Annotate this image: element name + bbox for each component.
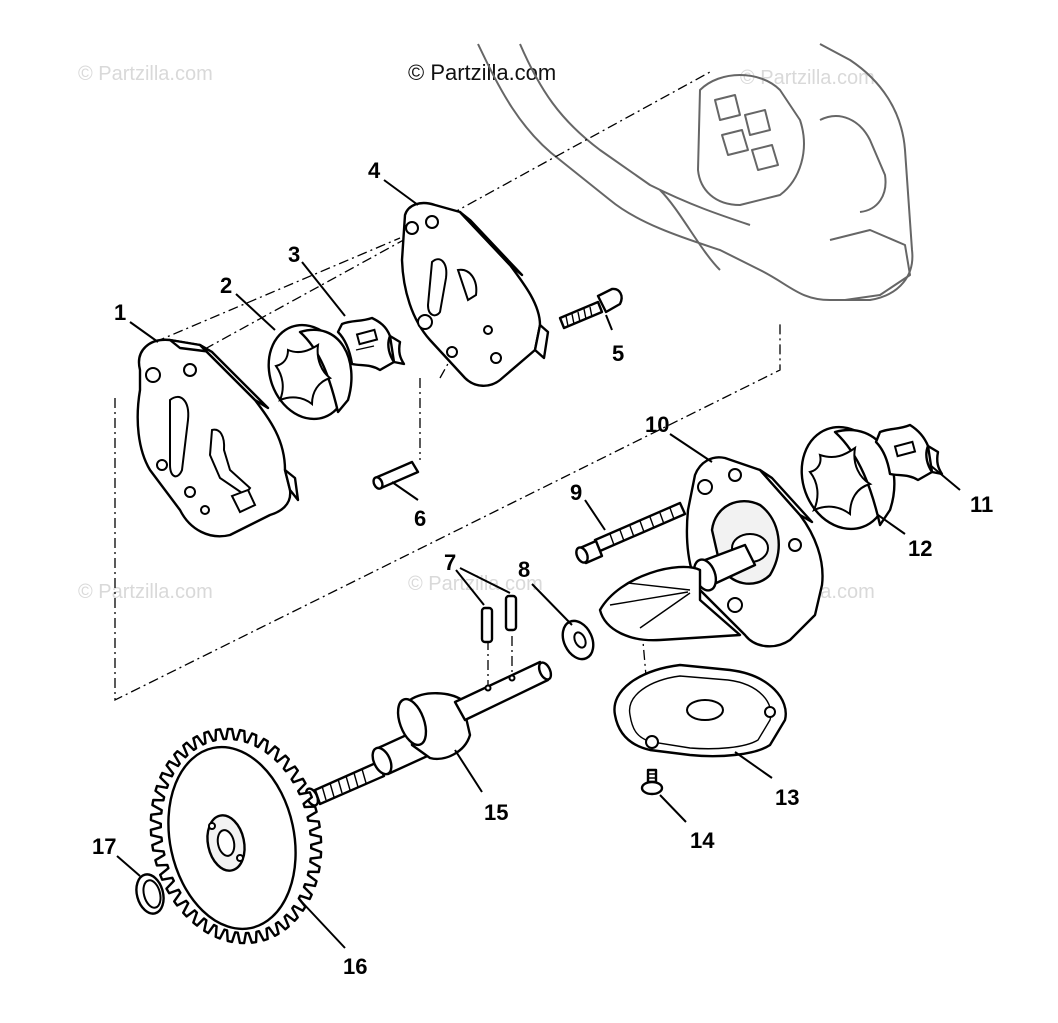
part-11-inner-rotor <box>874 423 944 482</box>
part-8-washer <box>561 619 595 661</box>
part-9-long-bolt <box>575 501 687 565</box>
callout-2: 2 <box>220 273 232 298</box>
callout-8: 8 <box>518 557 530 582</box>
part-7-pins <box>480 594 518 644</box>
part-16-gear <box>149 727 323 945</box>
watermark-mid-center: © Partzilla.com <box>408 573 543 595</box>
callout-16: 16 <box>343 954 367 979</box>
callout-17: 17 <box>92 834 116 859</box>
part-2-outer-rotor <box>267 323 353 421</box>
part-1-pump-body <box>136 338 300 538</box>
callout-11: 11 <box>970 492 993 517</box>
callout-15: 15 <box>484 800 508 825</box>
watermark-main: © Partzilla.com <box>408 60 556 85</box>
part-5-bolt <box>558 287 623 330</box>
part-17-ring <box>135 873 165 915</box>
callout-4: 4 <box>368 158 381 183</box>
callout-3: 3 <box>288 242 300 267</box>
part-14-screw <box>640 768 664 796</box>
leader-lines <box>116 179 961 949</box>
watermark-top-left: © Partzilla.com <box>78 63 213 85</box>
callout-6: 6 <box>414 506 426 531</box>
callout-10: 10 <box>645 412 669 437</box>
callout-labels: 1 2 3 4 5 6 7 8 9 10 11 12 13 14 15 16 1… <box>92 158 993 979</box>
pump-housing-base-disc <box>598 565 742 642</box>
part-12-outer-rotor <box>800 425 896 531</box>
callout-12: 12 <box>908 536 932 561</box>
assembly-guide-lines <box>114 71 781 746</box>
part-10-pump-housing <box>685 456 824 648</box>
callout-14: 14 <box>690 828 715 853</box>
part-13-gasket <box>613 663 787 758</box>
part-4-cover-plate <box>400 201 550 387</box>
callout-13: 13 <box>775 785 799 810</box>
part-3-inner-rotor <box>336 316 406 372</box>
callout-7: 7 <box>444 550 456 575</box>
callout-1: 1 <box>114 300 126 325</box>
callout-9: 9 <box>570 480 582 505</box>
callout-5: 5 <box>612 341 624 366</box>
part-6-dowel-pin <box>372 460 420 490</box>
crankcase-outline <box>477 43 914 301</box>
part-15-drive-shaft <box>304 660 553 807</box>
watermark-mid-left: © Partzilla.com <box>78 581 213 603</box>
